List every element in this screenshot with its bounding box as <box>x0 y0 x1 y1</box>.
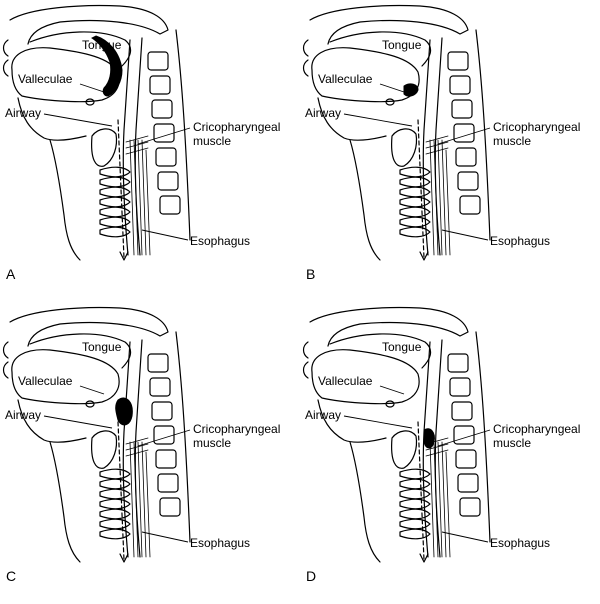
label-esophagus: Esophagus <box>190 536 251 550</box>
leader-valleculae <box>379 385 405 395</box>
diagram-panel-d: Tongue Valleculae Airway Cricopharyngeal… <box>300 302 600 604</box>
jaw-outline <box>17 399 87 443</box>
leader-esophagus <box>441 531 489 543</box>
head-neck-illustration <box>302 4 491 261</box>
label-esophagus: Esophagus <box>190 234 251 248</box>
esophagus-lines <box>429 441 451 558</box>
skull-outline <box>9 4 169 45</box>
trachea-rings <box>99 166 131 238</box>
leader-esophagus <box>141 229 189 241</box>
leader-esophagus <box>441 229 489 241</box>
skull-outline <box>9 306 169 347</box>
label-esophagus: Esophagus <box>490 536 551 550</box>
leader-cricopharyngeal <box>137 127 191 145</box>
label-esophagus: Esophagus <box>490 234 551 248</box>
tongue-outline <box>11 349 120 405</box>
leader-valleculae <box>79 385 105 395</box>
lips-outline <box>2 39 9 77</box>
diagram-panel-b: Tongue Valleculae Airway Cricopharyngeal… <box>300 0 600 302</box>
jaw-outline <box>17 97 87 141</box>
neck-front-outline <box>49 441 81 563</box>
label-airway: Airway <box>305 408 342 422</box>
skull-outline <box>309 4 469 45</box>
label-cricopharyngeal-muscle: Cricopharyngeal muscle <box>193 422 281 450</box>
jaw-outline <box>317 399 387 443</box>
bolus <box>423 428 435 449</box>
cricopharyngeal-hatching <box>125 135 149 155</box>
tongue-outline <box>311 349 420 405</box>
diagram-panel-a: Tongue Valleculae Airway Cricopharyngeal… <box>0 0 300 302</box>
panel-plate-letter: B <box>306 266 316 282</box>
airflow-dashed-line <box>417 119 425 259</box>
leader-airway <box>43 415 113 429</box>
neck-front-outline <box>49 139 81 261</box>
trachea-rings <box>399 468 431 540</box>
trachea-rings <box>399 166 431 238</box>
neck-front-outline <box>349 139 381 261</box>
label-airway: Airway <box>305 106 342 120</box>
label-cricopharyngeal-muscle: Cricopharyngeal muscle <box>493 422 581 450</box>
leader-valleculae <box>379 83 405 93</box>
larynx-outline <box>391 430 418 469</box>
neck-front-outline <box>349 441 381 563</box>
airflow-dashed-line <box>117 119 125 259</box>
leader-esophagus <box>141 531 189 543</box>
hyoid-bone <box>85 400 95 408</box>
leader-cricopharyngeal <box>137 429 191 447</box>
label-valleculae: Valleculae <box>18 72 73 86</box>
panel-plate-letter: A <box>6 266 16 282</box>
leader-airway <box>43 113 113 127</box>
hyoid-bone <box>85 98 95 106</box>
leader-cricopharyngeal <box>437 127 491 145</box>
label-cricopharyngeal-muscle: Cricopharyngeal muscle <box>493 120 581 148</box>
label-valleculae: Valleculae <box>18 374 73 388</box>
hyoid-bone <box>385 400 395 408</box>
label-tongue: Tongue <box>82 340 122 354</box>
skull-outline <box>309 306 469 347</box>
larynx-outline <box>391 128 418 167</box>
lips-outline <box>302 39 309 77</box>
label-airway: Airway <box>5 408 42 422</box>
head-neck-illustration <box>2 306 191 563</box>
leader-airway <box>343 415 413 429</box>
leader-airway <box>343 113 413 127</box>
head-neck-illustration <box>302 306 491 563</box>
trachea-rings <box>99 468 131 540</box>
label-tongue: Tongue <box>382 38 422 52</box>
panel-plate-letter: C <box>6 568 17 584</box>
larynx-outline <box>91 128 118 167</box>
jaw-outline <box>317 97 387 141</box>
leader-valleculae <box>79 83 105 93</box>
bolus <box>91 35 123 97</box>
label-tongue: Tongue <box>82 38 122 52</box>
bolus <box>403 83 419 97</box>
lips-outline <box>302 341 309 379</box>
cricopharyngeal-hatching <box>125 437 149 457</box>
label-cricopharyngeal-muscle: Cricopharyngeal muscle <box>193 120 281 148</box>
cervical-vertebrae <box>147 51 181 215</box>
airflow-dashed-line <box>417 421 425 561</box>
label-valleculae: Valleculae <box>318 72 373 86</box>
tongue-outline <box>11 47 120 103</box>
leader-cricopharyngeal <box>437 429 491 447</box>
diagram-panel-c: Tongue Valleculae Airway Cricopharyngeal… <box>0 302 300 604</box>
esophagus-lines <box>129 441 151 558</box>
hyoid-bone <box>385 98 395 106</box>
panel-plate-letter: D <box>306 568 317 584</box>
label-airway: Airway <box>5 106 42 120</box>
cricopharyngeal-hatching <box>425 135 449 155</box>
lips-outline <box>2 341 9 379</box>
bolus <box>115 397 133 426</box>
esophagus-lines <box>429 139 451 256</box>
label-tongue: Tongue <box>382 340 422 354</box>
airflow-dashed-line <box>117 421 125 561</box>
esophagus-lines <box>129 139 151 256</box>
label-valleculae: Valleculae <box>318 374 373 388</box>
head-neck-illustration <box>2 4 191 261</box>
larynx-outline <box>91 430 118 469</box>
